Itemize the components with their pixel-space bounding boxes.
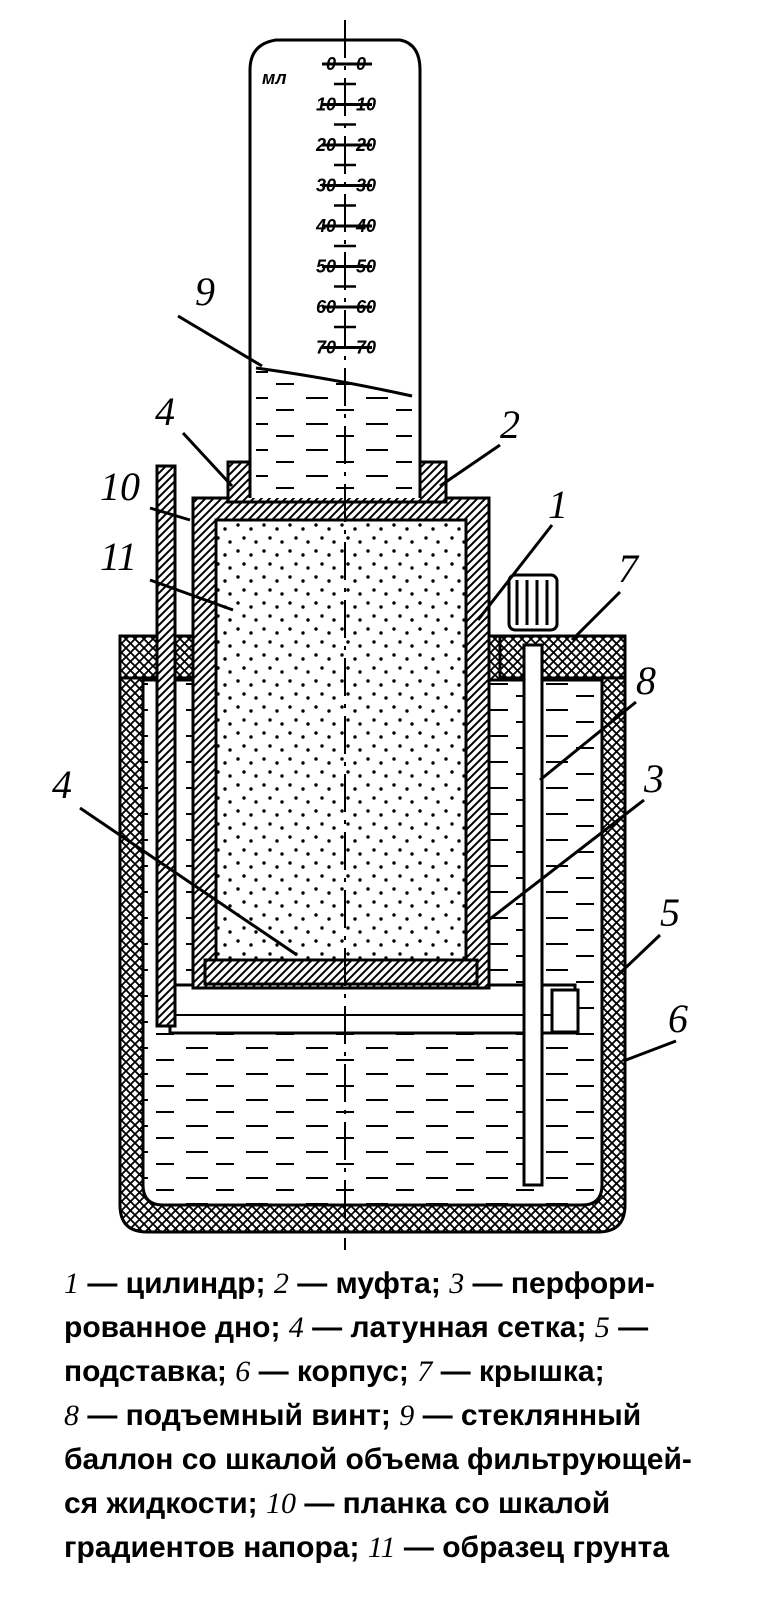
caption-text: — образец грунта bbox=[395, 1531, 670, 1564]
caption-text: — перфори- bbox=[464, 1267, 655, 1300]
caption-text: — подъемный винт; bbox=[79, 1399, 400, 1432]
caption-text: баллон со шкалой объема фильтрующей- bbox=[64, 1443, 692, 1476]
caption-line: градиентов напора; 11 — образец грунта bbox=[64, 1526, 700, 1570]
figure-caption: 1 — цилиндр; 2 — муфта; 3 — перфори-рова… bbox=[64, 1262, 700, 1570]
volume-scale: мл 001010202030304040505060607070 bbox=[262, 54, 376, 358]
caption-text: — крышка; bbox=[432, 1355, 605, 1388]
caption-item-number: 6 bbox=[235, 1355, 251, 1388]
callout-9: 9 bbox=[195, 269, 215, 314]
caption-item-number: 4 bbox=[288, 1311, 304, 1344]
callout-1: 1 bbox=[548, 482, 568, 527]
caption-item-number: 8 bbox=[64, 1399, 79, 1432]
caption-text: градиентов напора; bbox=[64, 1531, 368, 1564]
stand bbox=[168, 983, 580, 1035]
lifting-screw bbox=[507, 573, 559, 1187]
caption-item-number: 2 bbox=[273, 1267, 289, 1300]
caption-line: 8 — подъемный винт; 9 — стеклянный bbox=[64, 1394, 700, 1438]
callout-4-bottom: 4 bbox=[52, 762, 72, 807]
caption-item-number: 11 bbox=[367, 1531, 396, 1564]
caption-line: ся жидкости; 10 — планка со шкалой bbox=[64, 1482, 700, 1526]
gradient-scale-plate bbox=[155, 464, 177, 1028]
callout-10: 10 bbox=[100, 464, 140, 509]
scale-unit-label: мл bbox=[262, 68, 287, 88]
caption-item-number: 1 bbox=[64, 1267, 79, 1300]
caption-text: — латунная сетка; bbox=[303, 1311, 595, 1344]
caption-line: баллон со шкалой объема фильтрующей- bbox=[64, 1438, 700, 1482]
callout-3: 3 bbox=[643, 756, 664, 801]
callout-2: 2 bbox=[500, 402, 520, 447]
cylinder bbox=[191, 496, 491, 990]
callout-11: 11 bbox=[100, 534, 137, 579]
caption-text: ся жидкости; bbox=[64, 1487, 266, 1520]
callout-4-top: 4 bbox=[155, 389, 175, 434]
caption-text: — муфта; bbox=[288, 1267, 450, 1300]
callout-7: 7 bbox=[618, 546, 640, 591]
caption-text: — цилиндр; bbox=[79, 1267, 274, 1300]
callout-8: 8 bbox=[636, 658, 656, 703]
caption-text: — корпус; bbox=[250, 1355, 418, 1388]
callout-5: 5 bbox=[660, 890, 680, 935]
caption-item-number: 9 bbox=[399, 1399, 415, 1432]
leader-lines bbox=[79, 314, 677, 1062]
caption-text: — стеклянный bbox=[414, 1399, 642, 1432]
glass-flask bbox=[248, 38, 422, 498]
caption-item-number: 10 bbox=[265, 1487, 296, 1520]
caption-line: 1 — цилиндр; 2 — муфта; 3 — перфори- bbox=[64, 1262, 700, 1306]
callout-labels: 9 4 2 1 10 11 7 8 4 3 5 6 bbox=[52, 269, 688, 1041]
apparatus-diagram: мл 001010202030304040505060607070 9 4 2 … bbox=[52, 20, 688, 1250]
caption-text: подставка; bbox=[64, 1355, 236, 1388]
caption-text: — планка со шкалой bbox=[295, 1487, 611, 1520]
caption-text: — bbox=[609, 1311, 649, 1344]
caption-item-number: 3 bbox=[449, 1267, 465, 1300]
caption-item-number: 5 bbox=[594, 1311, 610, 1344]
caption-text: рованное дно; bbox=[64, 1311, 289, 1344]
caption-line: подставка; 6 — корпус; 7 — крышка; bbox=[64, 1350, 700, 1394]
caption-item-number: 7 bbox=[417, 1355, 433, 1388]
caption-line: рованное дно; 4 — латунная сетка; 5 — bbox=[64, 1306, 700, 1350]
callout-6: 6 bbox=[668, 996, 688, 1041]
